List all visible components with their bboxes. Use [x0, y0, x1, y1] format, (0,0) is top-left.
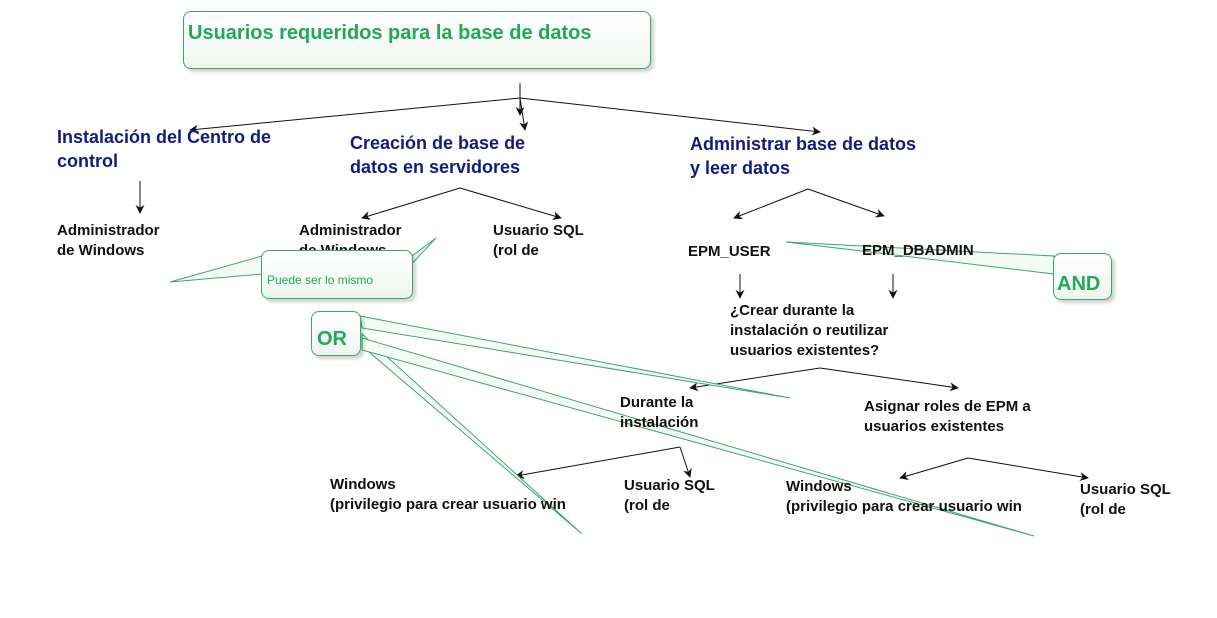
callout-same-text: Puede ser lo mismo	[267, 273, 374, 287]
or-pointer-3	[361, 337, 1035, 537]
connector-create-sql	[459, 187, 562, 221]
node-question: ¿Crear durante la instalación o reutiliz…	[730, 301, 888, 361]
node-right-sql-line2: (rol de	[1080, 501, 1126, 518]
node-assign-line2: usuarios existentes	[864, 418, 1005, 435]
category-admin-line2: y leer datos	[690, 158, 791, 178]
callout-same-box	[261, 250, 413, 299]
node-left-sql: Usuario SQL (rol de	[624, 476, 715, 516]
connector-to-install	[189, 97, 521, 134]
connector-to-create	[519, 97, 529, 131]
node-during-line1: Durante la	[620, 394, 694, 411]
node-assign: Asignar roles de EPM a usuarios existent…	[864, 397, 1031, 437]
node-create-admin-line1: Administrador	[299, 222, 402, 239]
connector-create-admin	[361, 187, 461, 220]
callout-and-text: AND	[1057, 273, 1101, 295]
same-pointer-left	[169, 255, 263, 283]
connector-admin-user	[733, 188, 809, 220]
node-question-line3: usuarios existentes?	[730, 342, 880, 359]
node-epm-user: EPM_USER	[688, 243, 771, 260]
connector-lines	[135, 83, 1089, 482]
node-question-line1: ¿Crear durante la	[730, 302, 855, 319]
connector-during-windows	[515, 446, 681, 480]
callout-or-text: OR	[317, 328, 347, 350]
node-epm-dbadmin: EPM_DBADMIN	[862, 242, 974, 259]
connector-assign-sql	[967, 457, 1089, 482]
node-question-line2: instalación o reutilizar	[730, 322, 889, 339]
category-create-line1: Creación de base de	[350, 133, 526, 153]
node-left-windows-line1: Windows	[330, 476, 396, 493]
node-left-windows: Windows (privilegio para crear usuario w…	[330, 475, 566, 515]
category-admin-line1: Administrar base de datos	[690, 134, 917, 154]
callout-and-box	[1053, 253, 1112, 300]
category-install-line1: Instalación del Centro de	[57, 127, 272, 147]
node-left-sql-line2: (rol de	[624, 497, 670, 514]
category-install: Instalación del Centro de control	[57, 125, 271, 173]
connector-question-assign	[819, 367, 959, 392]
category-create-line2: datos en servidores	[350, 157, 521, 177]
node-install-admin-line1: Administrador	[57, 222, 160, 239]
node-create-sql-line1: Usuario SQL	[493, 222, 584, 239]
node-right-sql: Usuario SQL (rol de	[1080, 480, 1171, 520]
category-admin: Administrar base de datos y leer datos	[690, 132, 916, 180]
connector-assign-windows	[899, 457, 969, 481]
node-assign-line1: Asignar roles de EPM a	[864, 398, 1031, 415]
callout-pointers	[169, 237, 1055, 537]
category-create: Creación de base de datos en servidores	[350, 131, 525, 179]
title-box	[183, 11, 651, 69]
node-right-windows-line1: Windows	[786, 478, 852, 495]
node-install-admin-line2: de Windows	[57, 242, 145, 259]
callout-or-box	[311, 311, 361, 356]
node-right-windows: Windows (privilegio para crear usuario w…	[786, 477, 1022, 517]
node-during-line2: instalación	[620, 414, 699, 431]
category-install-line2: control	[57, 151, 118, 171]
connector-during-sql	[679, 446, 692, 478]
node-left-windows-line2: (privilegio para crear usuario win	[330, 496, 566, 513]
node-create-sql-line2: (rol de	[493, 242, 539, 259]
node-create-sql: Usuario SQL (rol de	[493, 221, 584, 261]
connector-admin-dbadmin	[807, 188, 885, 218]
connector-to-admin	[519, 97, 821, 136]
node-right-sql-line1: Usuario SQL	[1080, 481, 1171, 498]
node-left-sql-line1: Usuario SQL	[624, 477, 715, 494]
node-install-admin: Administrador de Windows	[57, 221, 160, 261]
diagram-title: Usuarios requeridos para la base de dato…	[188, 22, 592, 44]
node-right-windows-line2: (privilegio para crear usuario win	[786, 498, 1022, 515]
or-pointer-1	[359, 315, 791, 399]
node-during: Durante la instalación	[620, 393, 698, 433]
